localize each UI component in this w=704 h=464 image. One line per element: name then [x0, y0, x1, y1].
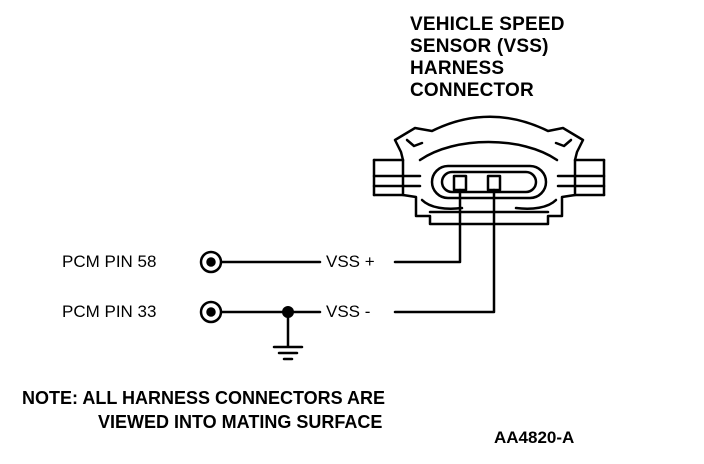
connector-title-line-1: VEHICLE SPEED [410, 14, 565, 35]
pcm-pin-58-label: PCM PIN 58 [62, 252, 157, 271]
connector-title-line-2: SENSOR (VSS) [410, 36, 549, 57]
wire-vss-plus [393, 188, 462, 264]
note-line-2: VIEWED INTO MATING SURFACE [98, 412, 383, 432]
figure-id: AA4820-A [494, 428, 575, 447]
pin-terminal-icon [199, 250, 223, 274]
ground-symbol-icon [272, 345, 304, 361]
connector-terminals [452, 174, 502, 192]
harness-connector-icon [372, 115, 606, 226]
note-line-1: NOTE: ALL HARNESS CONNECTORS ARE [22, 388, 386, 408]
pcm-pin-33-label: PCM PIN 33 [62, 302, 157, 321]
vss-plus-label: VSS + [324, 252, 377, 272]
connector-title-line-3: HARNESS [410, 58, 505, 79]
splice-dot-icon [282, 306, 294, 318]
vss-minus-label: VSS - [324, 302, 373, 322]
wire-vss-minus [393, 188, 496, 314]
connector-title-line-4: CONNECTOR [410, 80, 534, 101]
pin-terminal-icon [199, 300, 223, 324]
